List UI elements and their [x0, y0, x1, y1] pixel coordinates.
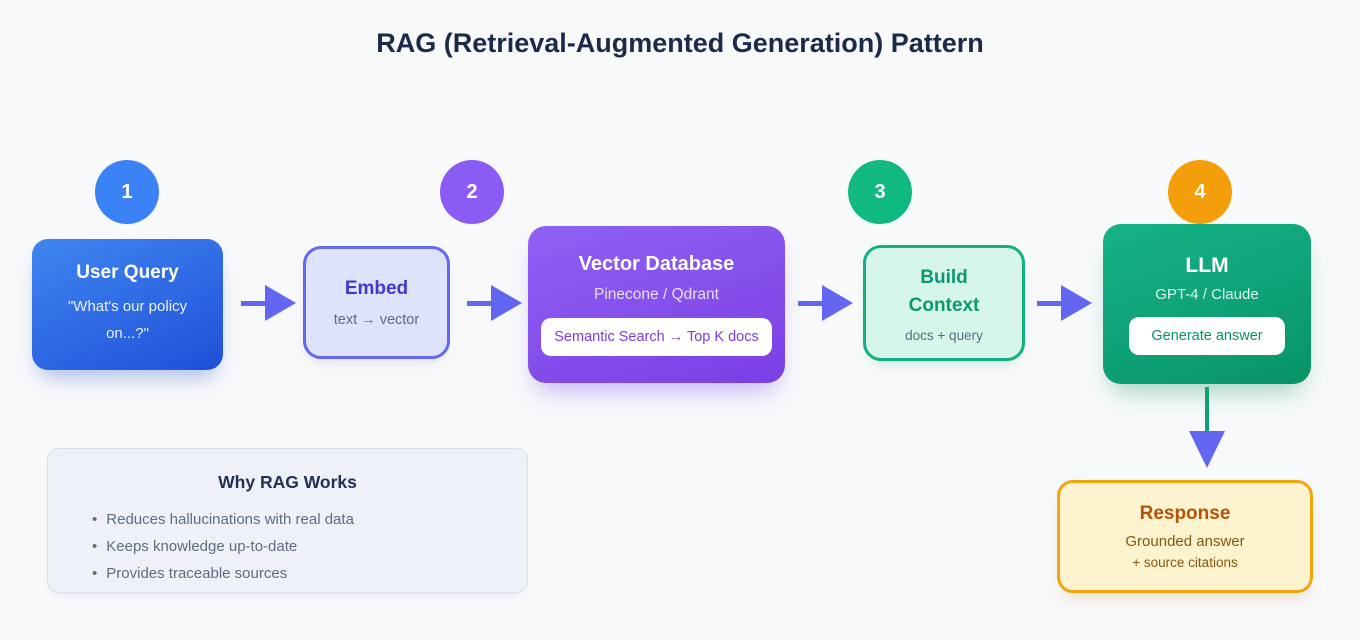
flow-arrow-4	[1037, 285, 1092, 321]
node-llm-subtitle: GPT-4 / Claude	[1155, 285, 1259, 303]
node-llm: LLM GPT-4 / Claude Generate answer	[1103, 224, 1311, 384]
node-vector-database-title: Vector Database	[578, 253, 735, 275]
step-badge-2: 2	[440, 160, 504, 224]
node-embed-title: Embed	[344, 277, 409, 299]
arrow-stem	[798, 300, 822, 306]
step-number: 4	[1194, 180, 1206, 203]
list-item: Reduces hallucinations with real data	[92, 506, 527, 533]
node-response-title: Response	[1139, 503, 1231, 524]
list-item: Provides traceable sources	[92, 560, 527, 587]
arrow-right-icon	[1061, 285, 1092, 321]
step-badge-4: 4	[1168, 160, 1232, 224]
arrow-right-icon	[491, 285, 522, 321]
arrow-right-icon	[822, 285, 853, 321]
node-user-query-title: User Query	[76, 262, 179, 283]
node-embed-subtitle: text → vector	[333, 311, 420, 328]
page-title: RAG (Retrieval-Augmented Generation) Pat…	[376, 28, 984, 58]
semantic-search-badge: Semantic Search → Top K docs	[541, 318, 772, 356]
node-build-context-title: Build Context	[908, 266, 980, 317]
node-build-context-subtitle: docs + query	[905, 327, 983, 343]
node-build-context: Build Context docs + query	[863, 245, 1025, 361]
node-response-detail: + source citations	[1132, 555, 1238, 570]
connector-stem	[1205, 387, 1209, 431]
arrow-right-icon	[265, 285, 296, 321]
step-badge-1: 1	[95, 160, 159, 224]
flow-arrow-2	[467, 285, 522, 321]
flow-arrow-3	[798, 285, 853, 321]
arrow-stem	[241, 300, 265, 306]
step-number: 1	[121, 180, 133, 203]
node-llm-title: LLM	[1185, 253, 1229, 277]
why-rag-works-panel: Why RAG Works Reduces hallucinations wit…	[47, 448, 528, 593]
list-item: Keeps knowledge up-to-date	[92, 533, 527, 560]
node-vector-database-subtitle: Pinecone / Qdrant	[594, 286, 719, 303]
node-response: Response Grounded answer + source citati…	[1057, 480, 1313, 593]
node-vector-database: Vector Database Pinecone / Qdrant Semant…	[528, 226, 785, 383]
generate-answer-badge: Generate answer	[1129, 316, 1285, 355]
arrow-stem	[1037, 300, 1061, 306]
step-number: 3	[874, 180, 886, 203]
node-user-query-subtitle: "What's our policy on...?"	[67, 298, 188, 342]
node-user-query: User Query "What's our policy on...?"	[32, 239, 223, 370]
node-response-subtitle: Grounded answer	[1125, 533, 1245, 550]
step-badge-3: 3	[848, 160, 912, 224]
node-embed: Embed text → vector	[303, 246, 450, 359]
flow-arrow-1	[241, 285, 296, 321]
arrow-stem	[467, 300, 491, 306]
why-rag-works-title: Why RAG Works	[218, 472, 357, 492]
arrow-down-icon	[1189, 431, 1225, 468]
step-number: 2	[466, 180, 478, 203]
why-rag-works-list: Reduces hallucinations with real data Ke…	[48, 506, 527, 587]
